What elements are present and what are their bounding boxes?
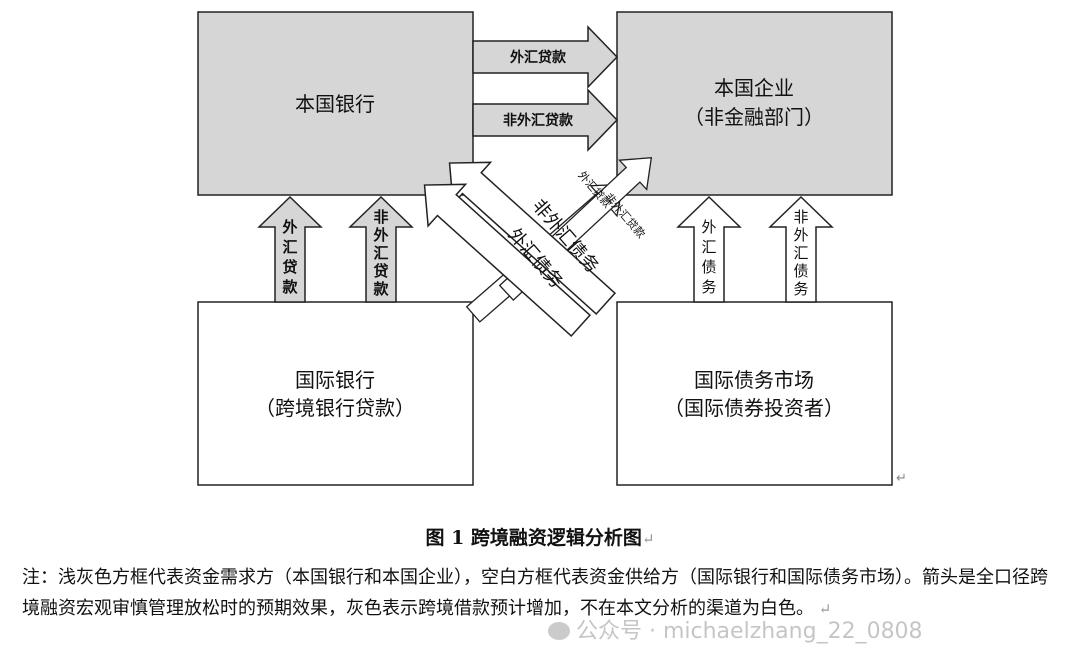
domestic-bank-box [197, 11, 474, 196]
intl-bond-label-1: 国际债务市场 [694, 368, 814, 392]
svg-text:务: 务 [793, 280, 808, 298]
nonfx-loan-arrow-label: 非外汇贷款 [503, 112, 574, 129]
vertical-nonfx-debt-text: 非 外 汇 债 务 [793, 208, 808, 298]
figure-caption-text: 图 1 跨境融资逻辑分析图 [425, 527, 642, 549]
fx-loan-arrow [472, 25, 619, 89]
svg-text:汇: 汇 [701, 238, 716, 256]
domestic-bank-label: 本国银行 [295, 92, 375, 116]
diagonal-fx-debt-arrow [423, 183, 592, 338]
wechat-icon [548, 622, 570, 640]
intl-bank-label-2: （跨境银行贷款） [255, 396, 415, 420]
nonfx-loan-arrow [472, 88, 619, 152]
svg-text:款: 款 [373, 280, 389, 298]
svg-text:汇: 汇 [793, 244, 808, 262]
watermark: 公众号 · michaelzhang_22_0808 [548, 613, 923, 645]
diagonal-fx-debt-arrow-group [423, 183, 592, 338]
intl-bond-label-2: （国际债券投资者） [664, 396, 844, 420]
fx-loan-arrow-label: 外汇贷款 [510, 49, 567, 66]
diagonal-nonfx-debt-arrow [448, 161, 617, 316]
intl-bank-box [197, 301, 474, 486]
svg-text:非: 非 [793, 208, 808, 226]
return-mark-icon: ↵ [814, 600, 832, 618]
svg-text:外: 外 [281, 218, 297, 236]
vertical-nonfx-debt-arrow [768, 195, 834, 303]
cross-border-financing-diagram: 本国银行 本国企业 （非金融部门） 国际银行 （跨境银行贷款） 国际债务市场 （… [197, 11, 907, 486]
domestic-firm-box [616, 11, 893, 196]
svg-text:外: 外 [372, 226, 388, 244]
svg-text:债: 债 [793, 262, 808, 280]
figure-caption: 图 1 跨境融资逻辑分析图↵ [0, 523, 1080, 550]
figure-note: 注：浅灰色方框代表资金需求方（本国银行和本国企业），空白方框代表资金供给方（国际… [22, 562, 1062, 625]
intl-bond-box [616, 301, 893, 486]
vertical-fx-debt-arrow [676, 195, 742, 303]
svg-text:贷: 贷 [282, 258, 297, 276]
svg-text:债: 债 [701, 258, 716, 276]
svg-text:汇: 汇 [282, 238, 297, 256]
svg-text:务: 务 [701, 278, 716, 296]
vertical-fx-debt-text: 外 汇 债 务 [701, 218, 716, 296]
svg-text:贷: 贷 [373, 262, 388, 280]
svg-text:汇: 汇 [373, 244, 388, 262]
domestic-firm-label-1: 本国企业 [714, 76, 794, 100]
svg-text:款: 款 [282, 278, 298, 296]
svg-text:非: 非 [373, 208, 388, 226]
figure-note-text: 注：浅灰色方框代表资金需求方（本国银行和本国企业），空白方框代表资金供给方（国际… [22, 567, 1048, 619]
intl-bank-label-1: 国际银行 [295, 368, 375, 392]
vertical-fx-loan-text: 外 汇 贷 款 [281, 218, 298, 296]
svg-text:外: 外 [793, 226, 808, 244]
vertical-nonfx-loan-arrow [348, 195, 414, 303]
domestic-firm-label-2: （非金融部门） [684, 105, 824, 129]
diagonal-small-nonfx-loan-label: 非外汇贷款 [602, 190, 649, 241]
watermark-text: 公众号 · michaelzhang_22_0808 [576, 619, 923, 644]
return-mark-icon: ↵ [896, 471, 907, 486]
diagonal-nonfx-debt-arrow-group [448, 161, 617, 316]
return-mark-icon: ↵ [641, 530, 655, 548]
svg-text:外: 外 [701, 218, 716, 236]
vertical-fx-loan-arrow [257, 195, 323, 303]
vertical-nonfx-loan-text: 非 外 汇 贷 款 [372, 208, 389, 298]
